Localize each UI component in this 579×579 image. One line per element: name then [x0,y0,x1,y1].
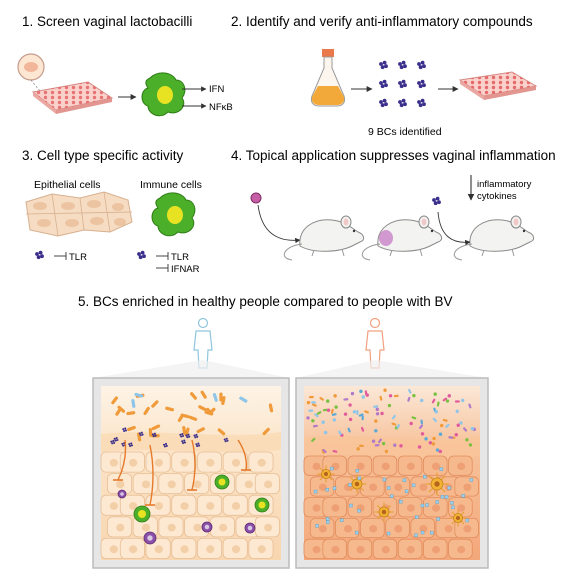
compound-icon [417,60,426,70]
label-immune-cells: Immune cells [140,179,202,191]
healthy-immune-elements [113,439,270,545]
panel-4: 4. Topical application suppresses vagina… [231,148,556,261]
well-plate-icon [31,81,114,114]
compound-icon [151,432,157,438]
compound-icon [193,433,199,439]
label-epithelial-cells: Epithelial cells [34,179,101,191]
healthy-epithelial-layer [100,451,280,559]
compound-icon [122,427,128,433]
compound-icon [223,437,229,443]
bv-inflammatory-cells [313,465,474,537]
label-cytokines: cytokines [477,191,517,202]
compound-icon [379,98,388,108]
panel-3-title: 3. Cell type specific activity [22,148,184,163]
compound-icon [128,442,134,447]
bv-tissue-panel [295,377,489,569]
compound-icon [181,439,187,445]
panel-1-title: 1. Screen vaginal lactobacilli [22,14,192,29]
compound-icon [398,98,407,108]
label-ifn: IFN [209,84,224,95]
compound-icon [195,442,201,448]
verification-plate-icon [458,71,538,100]
label-ifnar: IFNAR [171,264,200,275]
compound-icon [110,439,116,445]
label-tlr-immune: TLR [171,252,189,263]
compound-grid [379,60,426,108]
compound-icon [179,432,185,438]
compound-icon [432,196,441,206]
compound-cluster-epithelial [35,250,44,260]
compound-icon [35,250,44,260]
compound-icon [379,79,388,89]
panel-5-title: 5. BCs enriched in healthy people compar… [78,294,452,309]
compound-icon [398,60,407,70]
arrow-compound-to-mouse [437,211,471,246]
compound-icon [113,436,119,442]
immune-cell-icon-2 [151,192,196,237]
arrow-stimulus-to-mouse [257,204,301,244]
bacteria-dish-icon [17,53,45,81]
panel-3: 3. Cell type specific activity Epithelia… [22,148,202,275]
inflammatory-stimulus-icon [250,192,262,204]
label-inflammatory: inflammatory [477,179,532,190]
compound-icon [137,250,146,260]
panel-4-title: 4. Topical application suppresses vagina… [231,148,556,163]
zoom-cone-healthy [93,360,289,378]
compound-icon [185,433,191,439]
label-tlr-epithelial: TLR [69,252,87,263]
label-nfkb: NFκB [209,102,233,113]
mouse-2-icon [361,215,443,261]
compound-icon [417,98,426,108]
compound-cluster-mouse [432,196,441,206]
panel-1: 1. Screen vaginal lactobacilli IFN NFκB [17,14,233,117]
bv-mixed-bacteria [306,388,477,454]
culture-flask-icon [310,49,346,107]
mouse-3-icon [453,215,535,261]
compound-icon [417,79,426,89]
compound-icon [163,442,168,448]
compound-icon [138,431,144,437]
epithelial-cells-icon [25,191,133,237]
immune-cell-icon [141,72,186,117]
panel-5: 5. BCs enriched in healthy people compar… [78,294,489,569]
compound-cluster-immune [137,250,146,260]
compound-icon [398,79,407,89]
healthy-lactobacilli [110,390,274,448]
compound-icon [379,60,388,70]
panel-2: 2. Identify and verify anti-inflammatory… [231,14,538,138]
zoom-cone-bv [296,360,488,378]
caption-9-bcs: 9 BCs identified [368,126,442,138]
panel-2-title: 2. Identify and verify anti-inflammatory… [231,14,533,29]
mouse-1-icon [283,215,365,261]
healthy-tissue-panel [92,377,290,569]
